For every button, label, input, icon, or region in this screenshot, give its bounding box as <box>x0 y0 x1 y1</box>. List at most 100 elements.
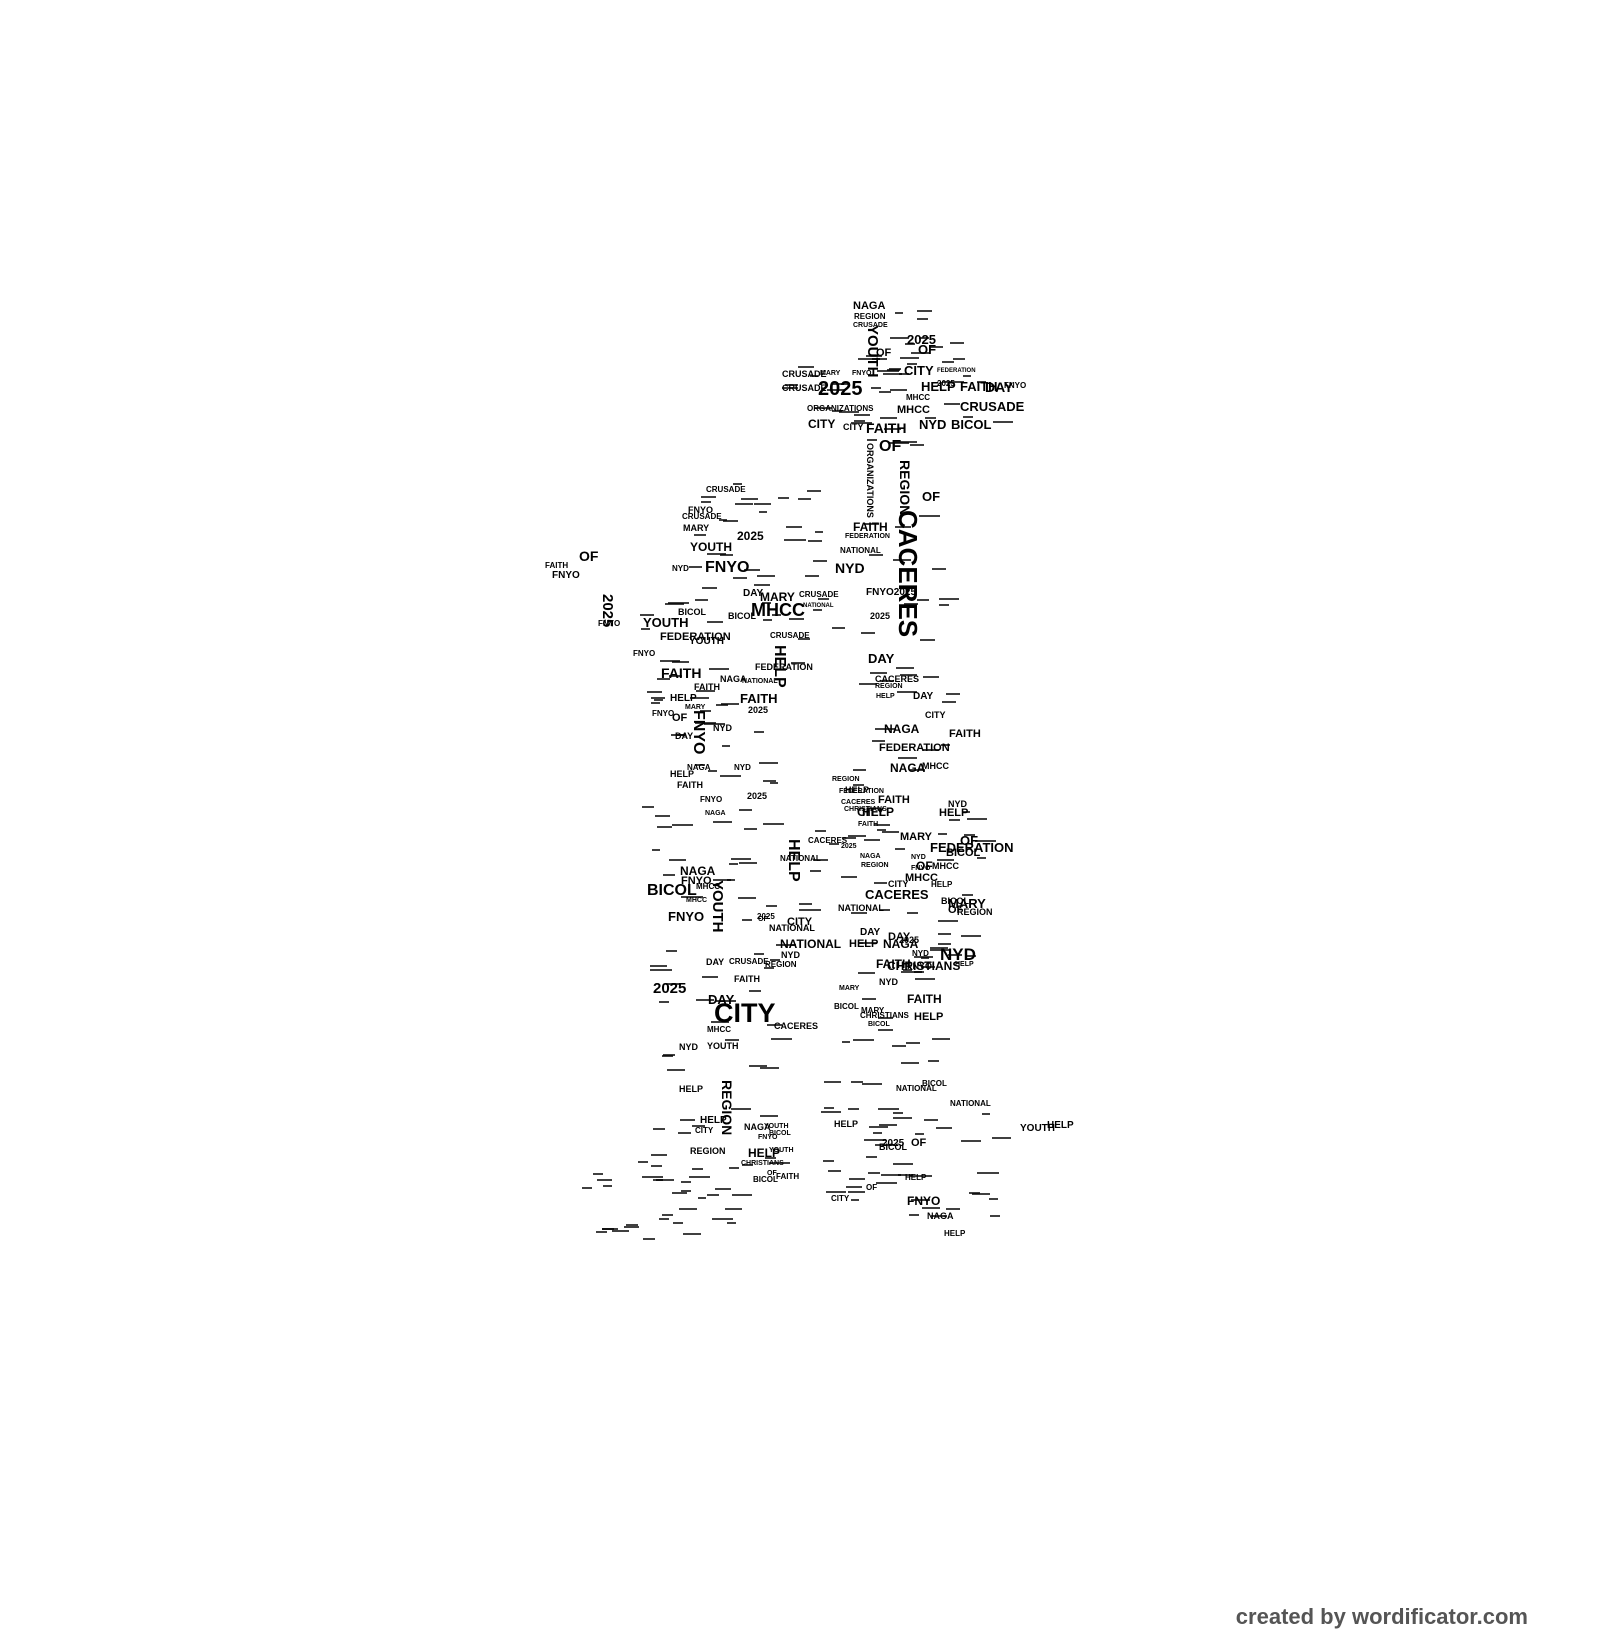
tiny-word-mark <box>693 533 706 536</box>
cloud-word: CITY <box>695 1126 714 1135</box>
tiny-word-mark <box>895 848 905 851</box>
cloud-word: NAGA <box>884 722 920 736</box>
tiny-word-mark <box>828 843 839 846</box>
cloud-word: CITY <box>904 363 934 378</box>
cloud-word: NATIONAL <box>742 678 778 685</box>
cloud-word: HELP <box>876 693 895 700</box>
tiny-word-mark <box>707 621 724 624</box>
cloud-word: NAGA <box>705 810 726 817</box>
tiny-word-mark <box>753 583 771 586</box>
tiny-word-mark <box>841 1040 851 1043</box>
tiny-word-mark <box>868 1172 880 1175</box>
tiny-word-mark <box>853 414 870 417</box>
tiny-word-mark <box>917 598 930 601</box>
cloud-word: FNYO <box>552 570 580 581</box>
tiny-word-mark <box>691 1167 704 1170</box>
cloud-word: CITY <box>843 422 864 432</box>
tiny-word-mark <box>798 902 812 905</box>
cloud-word: FAITH <box>907 992 942 1006</box>
cloud-word: DAY <box>913 691 934 702</box>
cloud-word: HELP <box>834 1119 859 1129</box>
tiny-word-mark <box>637 1160 649 1163</box>
cloud-word: DAY <box>708 993 734 1006</box>
tiny-word-mark <box>869 1125 889 1128</box>
cloud-word: HELP <box>944 1229 966 1238</box>
tiny-word-mark <box>788 618 804 620</box>
cloud-word: REGION <box>897 460 913 516</box>
cloud-word: DAY <box>985 379 1014 395</box>
tiny-word-mark <box>945 1207 961 1210</box>
cloud-word: REGION <box>957 907 993 917</box>
cloud-word: HELP <box>1047 1120 1074 1131</box>
tiny-word-mark <box>972 1193 991 1196</box>
tiny-word-mark <box>701 976 718 979</box>
cloud-word: CACERES <box>774 1021 819 1031</box>
tiny-word-mark <box>807 490 821 493</box>
tiny-word-mark <box>762 602 772 605</box>
tiny-word-mark <box>909 1213 920 1216</box>
cloud-word: FAITH <box>734 974 760 984</box>
tiny-word-mark <box>665 982 680 985</box>
tiny-word-mark <box>650 702 660 705</box>
tiny-word-mark <box>941 700 957 703</box>
tiny-word-mark <box>948 953 962 956</box>
tiny-word-mark <box>812 560 827 563</box>
cloud-word: FAITH <box>949 728 981 740</box>
cloud-word: FAITH <box>960 379 998 394</box>
tiny-word-mark <box>884 428 901 431</box>
tiny-word-mark <box>708 769 717 772</box>
cloud-word: FNYO <box>700 795 723 804</box>
cloud-word: OF <box>911 1137 927 1149</box>
cloud-word: FNYO <box>633 649 656 658</box>
cloud-word: CRUSADE <box>799 590 839 599</box>
credit-text: created by wordificator.com <box>1235 1604 1528 1629</box>
tiny-word-mark <box>898 372 909 375</box>
tiny-word-mark <box>790 661 806 664</box>
cloud-word: FAITH <box>677 780 703 790</box>
tiny-word-mark <box>961 894 974 897</box>
tiny-word-mark <box>981 1113 991 1116</box>
cloud-word: NYD <box>879 977 899 987</box>
cloud-word: FNYO <box>705 559 750 576</box>
tiny-word-mark <box>877 1108 899 1111</box>
tiny-word-mark <box>894 311 904 314</box>
tiny-word-mark <box>657 677 670 680</box>
tiny-word-mark <box>874 1144 895 1147</box>
tiny-word-mark <box>966 954 977 957</box>
tiny-word-mark <box>715 704 728 707</box>
tiny-word-mark <box>872 1131 882 1134</box>
tiny-word-mark <box>828 1170 842 1173</box>
tiny-word-mark <box>921 957 930 960</box>
cloud-word: HELP <box>700 1115 727 1126</box>
tiny-word-mark <box>653 1127 665 1130</box>
tiny-word-mark <box>942 381 964 383</box>
tiny-word-mark <box>763 822 784 825</box>
tiny-word-mark <box>725 1208 742 1210</box>
tiny-word-mark <box>597 1179 613 1182</box>
cloud-word: REGION <box>765 960 797 969</box>
cloud-word: 2025 <box>747 791 768 801</box>
cloud-word: FNYO <box>852 370 872 377</box>
cloud-word: FAITH <box>866 421 906 435</box>
cloud-word: CACERES <box>893 510 923 638</box>
cloud-word: NATIONAL <box>780 854 821 863</box>
tiny-word-mark <box>672 1222 683 1225</box>
tiny-word-mark <box>678 1132 692 1135</box>
tiny-word-mark <box>626 1223 638 1226</box>
cloud-word: NAGA <box>680 864 716 878</box>
cloud-word: BICOL <box>678 607 706 617</box>
tiny-word-mark <box>909 768 926 771</box>
cloud-word: 2025 <box>757 912 775 921</box>
cloud-word: NATIONAL <box>780 937 842 951</box>
cloud-word: REGION <box>875 683 903 690</box>
cloud-word: MHCC <box>906 393 930 402</box>
tiny-word-mark <box>897 756 918 759</box>
cloud-word: 2025 <box>737 529 764 543</box>
tiny-word-mark <box>770 1038 793 1041</box>
cloud-word: FNYO <box>668 909 705 924</box>
cloud-word: OF <box>579 548 599 564</box>
cloud-word: FEDERATION <box>845 533 890 540</box>
tiny-word-mark <box>729 863 738 866</box>
cloud-word: FAITH <box>694 682 720 692</box>
tiny-word-mark <box>890 336 910 339</box>
